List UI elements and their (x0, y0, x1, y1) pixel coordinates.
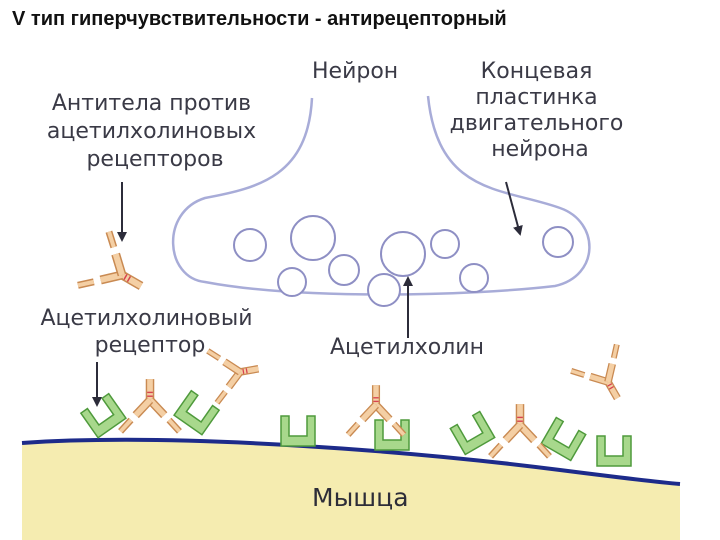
antibody-icon (121, 379, 180, 431)
vesicle (380, 231, 426, 277)
vesicle (277, 267, 307, 297)
muscle-membrane (21, 437, 681, 486)
pointer-arrows (92, 181, 523, 407)
vesicle (542, 226, 574, 258)
label-neuron: Нейрон (312, 59, 398, 84)
receptor-icon (374, 419, 410, 451)
vesicle (459, 263, 489, 293)
arrow-end-plate (505, 181, 523, 236)
label-acetylcholine: Ацетилхолин (330, 335, 484, 360)
antibody-icon (78, 232, 157, 313)
vesicle (430, 229, 460, 259)
receptor-icon (596, 435, 632, 467)
label-end-plate: Концевая пластинка двигательного нейрона (450, 59, 631, 162)
label-muscle: Мышца (312, 483, 409, 512)
receptor-icon (449, 410, 496, 456)
label-receptor: Ацетилхолиновый рецептор (40, 306, 259, 358)
vesicle (290, 215, 336, 261)
acetylcholine-vesicles (233, 215, 574, 307)
vesicle (328, 254, 360, 286)
label-antibodies: Антитела против ацетилхолиновых рецептор… (47, 91, 263, 172)
antibody-icon (491, 404, 550, 456)
vesicle (367, 273, 401, 307)
antibody-icon (208, 343, 263, 403)
slide-title: V тип гиперчувствительности - антирецепт… (12, 8, 507, 30)
receptor-icon (80, 392, 127, 439)
antibody-icon (571, 345, 640, 412)
receptor-icon (280, 415, 316, 447)
vesicle (233, 228, 267, 262)
